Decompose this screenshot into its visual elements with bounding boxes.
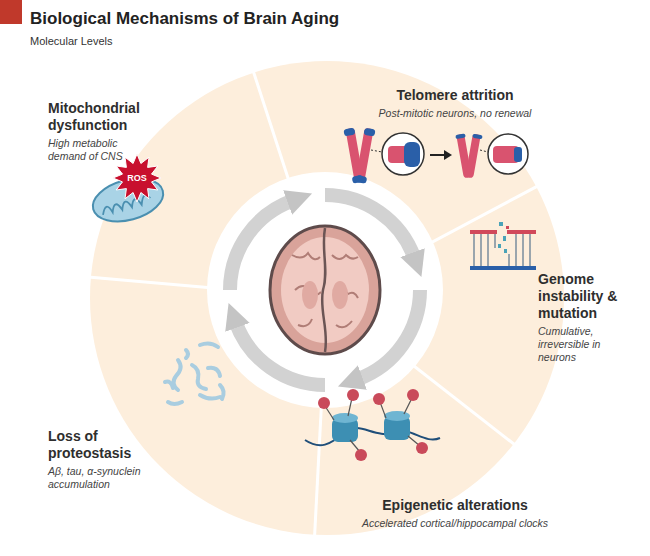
methyl-mark — [373, 393, 385, 405]
protein-fragment — [200, 343, 218, 347]
fragment — [506, 226, 509, 229]
subtitle: Molecular Levels — [30, 34, 230, 48]
dna-strand — [507, 230, 536, 234]
nucleosome-illustration — [305, 389, 440, 461]
mechanism-sector: Mitochondrial dysfunctionHigh metabolic … — [48, 100, 158, 163]
rung — [529, 234, 531, 266]
protein-fragment — [186, 350, 188, 358]
zoom-line — [371, 150, 382, 152]
protein-fragment — [208, 368, 220, 376]
brain-ventricle — [302, 281, 318, 309]
telomere-illustration — [343, 128, 528, 184]
outer-circle — [90, 61, 564, 535]
telomere-cap — [455, 133, 466, 139]
sector-note: High metabolic demand of CNS — [48, 137, 138, 163]
mechanism-sector: Loss of proteostasisAβ, tau, α-synuclein… — [48, 428, 173, 491]
change-arrow-head — [444, 150, 452, 160]
methyl-mark — [355, 449, 367, 461]
sector-heading: Genome instability & mutation — [538, 271, 638, 322]
diagram-title: Biological Mechanisms of Brain Aging — [30, 9, 339, 29]
zoom-line — [480, 150, 488, 152]
telomere-detail — [514, 147, 522, 162]
sector-note: Aβ, tau, α-synuclein accumulation — [48, 465, 173, 491]
sector-heading: Mitochondrial dysfunction — [48, 100, 158, 134]
methyl-mark — [318, 397, 330, 409]
rung — [480, 234, 482, 266]
telomere-cap — [364, 128, 376, 137]
fragment — [498, 244, 501, 248]
protein-aggregates — [165, 343, 224, 404]
dna-fragments — [498, 222, 509, 253]
telomere-cap — [355, 175, 367, 184]
sector-heading: Telomere attrition — [345, 87, 565, 104]
rung — [473, 234, 475, 266]
rung — [508, 254, 510, 266]
dna-strand — [470, 230, 497, 234]
fragment — [504, 249, 507, 253]
brain-illustration — [270, 226, 380, 354]
chromatid — [465, 134, 481, 179]
mitochondrion-illustration — [88, 154, 168, 229]
brain-midline — [322, 228, 326, 352]
zoom-circle — [382, 133, 424, 175]
fragment — [499, 222, 503, 226]
nucleosome-top — [384, 411, 410, 421]
inner-disk — [207, 172, 443, 408]
telomere-cap — [472, 134, 483, 140]
methyl-mark — [407, 389, 419, 401]
rung — [494, 234, 496, 248]
mechanism-sector: Epigenetic alterationsAccelerated cortic… — [330, 497, 580, 530]
protein-fragment — [173, 360, 180, 390]
chromatid — [355, 128, 373, 183]
sector-note: Cumulative, irreversible in neurons — [538, 325, 620, 364]
zoom-circle — [488, 134, 528, 174]
rung — [522, 234, 524, 266]
sector-note: Post-mitotic neurons, no renewal — [345, 107, 565, 120]
mechanism-sector: Genome instability & mutationCumulative,… — [538, 271, 638, 364]
dna-illustration — [470, 222, 536, 268]
rung — [515, 234, 517, 266]
cycle-ring — [230, 195, 420, 385]
sector-dividers — [88, 70, 539, 538]
dna-rungs — [474, 234, 530, 266]
telomere-cap — [343, 128, 355, 137]
sector-note: Accelerated cortical/hippocampal clocks — [330, 517, 580, 530]
change-arrow — [430, 154, 446, 156]
protein-fragment — [220, 385, 224, 399]
ros-label: ROS — [117, 172, 157, 184]
protein-fragment — [200, 395, 220, 399]
methyl-stems — [325, 398, 420, 452]
fragment — [503, 236, 506, 241]
dna-strand — [470, 266, 536, 270]
methyl-mark — [347, 389, 359, 401]
title-accent — [0, 0, 22, 24]
protein-fragment — [192, 365, 206, 389]
sector-heading: Epigenetic alterations — [330, 497, 580, 514]
nucleosome-top — [332, 413, 358, 423]
brain-gyri — [292, 253, 358, 327]
mechanism-sector: Telomere attritionPost-mitotic neurons, … — [345, 87, 565, 120]
brain-outline — [270, 226, 380, 354]
methyl-mark — [416, 442, 428, 454]
rung — [487, 234, 489, 266]
brain-ventricle — [332, 281, 348, 309]
sector-heading: Loss of proteostasis — [48, 428, 148, 462]
telomere-detail — [404, 142, 420, 167]
protein-fragment — [165, 382, 173, 388]
protein-fragment — [168, 402, 182, 404]
methyl-marks — [318, 389, 428, 461]
